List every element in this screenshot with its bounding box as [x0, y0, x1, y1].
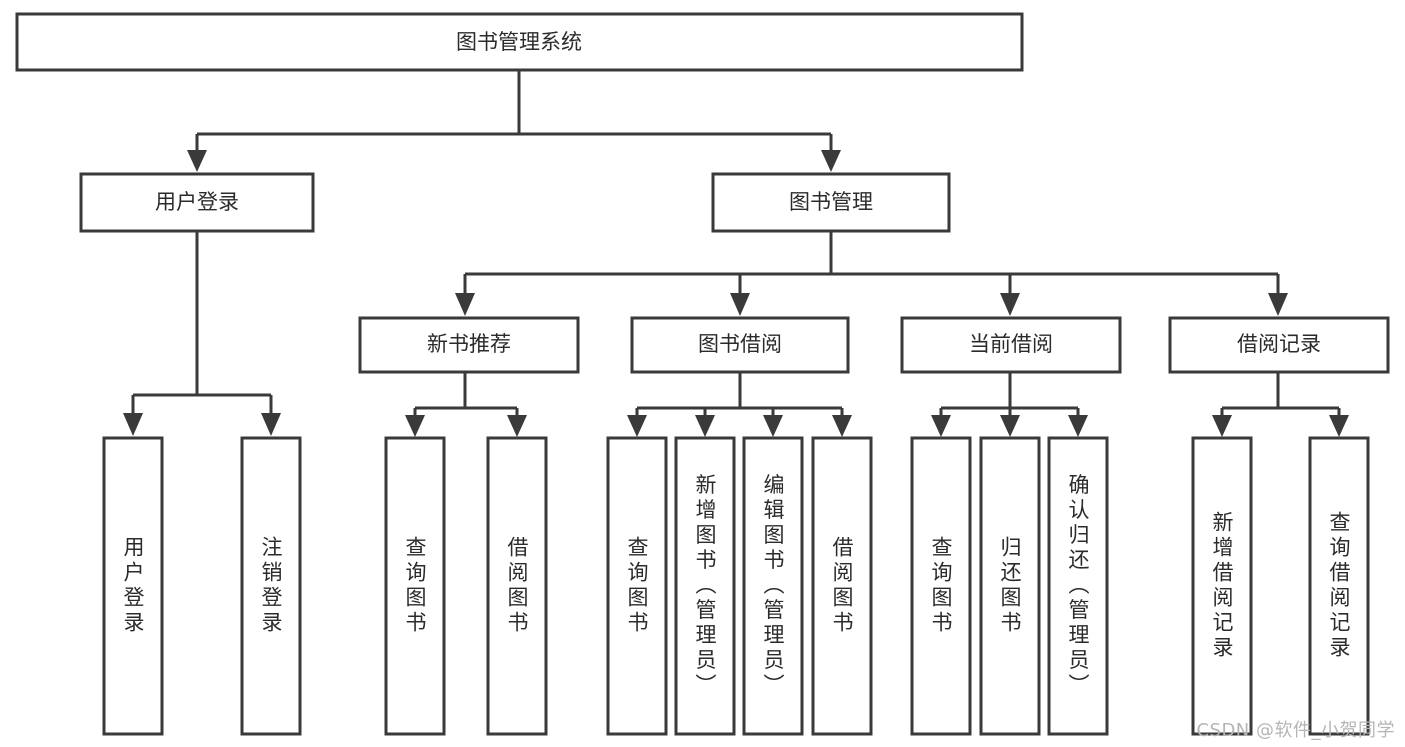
- arrow-leaf-query-book-2: [627, 415, 647, 437]
- arrow-leaf-query-book-3: [931, 415, 951, 437]
- node-leaf-return-book-label: 归还图书: [998, 536, 1022, 636]
- node-current-borrow-label: 当前借阅: [969, 332, 1053, 356]
- arrow-leaf-add-book: [695, 415, 715, 437]
- node-new-book-recommend-label: 新书推荐: [427, 332, 511, 356]
- node-leaf-borrow-book-1-label: 借阅图书: [505, 536, 529, 636]
- node-leaf-borrow-book-1[interactable]: 借阅图书: [486, 436, 548, 736]
- arrow-leaf-edit-book: [763, 415, 783, 437]
- node-leaf-query-record-label: 查询借阅记录: [1327, 511, 1351, 661]
- node-new-book-recommend-box[interactable]: [358, 316, 580, 374]
- node-book-manage[interactable]: 图书管理: [711, 172, 951, 233]
- node-leaf-user-login-label: 用户登录: [121, 536, 145, 636]
- node-new-book-recommend[interactable]: 新书推荐: [358, 316, 580, 374]
- arrow-leaf-add-record: [1212, 415, 1232, 437]
- node-user-login[interactable]: 用户登录: [79, 172, 315, 233]
- arrow-leaf-query-record: [1329, 415, 1349, 437]
- node-book-manage-box[interactable]: [711, 172, 951, 233]
- node-borrow-record[interactable]: 借阅记录: [1168, 316, 1390, 374]
- node-root-label: 图书管理系统: [456, 30, 582, 54]
- node-leaf-query-book-1-box[interactable]: [384, 436, 446, 736]
- node-borrow-record-label: 借阅记录: [1237, 332, 1321, 356]
- node-leaf-query-book-3-box[interactable]: [910, 436, 972, 736]
- node-root-box[interactable]: [15, 12, 1024, 72]
- node-leaf-add-book[interactable]: 新增图书（管理员）: [674, 436, 736, 736]
- node-book-borrow-box[interactable]: [630, 316, 850, 374]
- node-leaf-borrow-book-2[interactable]: 借阅图书: [811, 436, 873, 736]
- node-leaf-user-logout[interactable]: 注销登录: [240, 436, 302, 736]
- node-leaf-query-record-box[interactable]: [1308, 436, 1370, 736]
- node-leaf-query-record[interactable]: 查询借阅记录: [1308, 436, 1370, 736]
- node-leaf-user-login-box[interactable]: [102, 436, 164, 736]
- node-leaf-add-book-box[interactable]: [674, 436, 736, 736]
- arrow-new-book-recommend: [455, 293, 475, 316]
- node-current-borrow-box[interactable]: [900, 316, 1122, 374]
- arrow-current-borrow: [1000, 293, 1020, 316]
- node-leaf-query-book-1-label: 查询图书: [403, 536, 427, 636]
- arrow-leaf-user-logout: [261, 413, 281, 436]
- node-leaf-query-book-2-label: 查询图书: [625, 536, 649, 636]
- node-leaf-edit-book-label: 编辑图书（管理员）: [761, 474, 785, 699]
- node-leaf-user-logout-box[interactable]: [240, 436, 302, 736]
- arrow-user-login: [187, 150, 207, 172]
- arrow-leaf-borrow-book-1: [507, 415, 527, 437]
- node-current-borrow[interactable]: 当前借阅: [900, 316, 1122, 374]
- node-book-borrow-label: 图书借阅: [698, 332, 782, 356]
- node-leaf-return-book-box[interactable]: [979, 436, 1041, 736]
- node-user-login-box[interactable]: [79, 172, 315, 233]
- arrow-leaf-user-login: [123, 413, 143, 436]
- arrow-leaf-borrow-book-2: [832, 415, 852, 437]
- node-leaf-edit-book-box[interactable]: [742, 436, 804, 736]
- node-leaf-query-book-1[interactable]: 查询图书: [384, 436, 446, 736]
- node-leaf-add-book-label: 新增图书（管理员）: [693, 474, 717, 699]
- node-leaf-user-logout-label: 注销登录: [259, 536, 283, 636]
- node-book-borrow[interactable]: 图书借阅: [630, 316, 850, 374]
- node-leaf-user-login[interactable]: 用户登录: [102, 436, 164, 736]
- node-leaf-add-record[interactable]: 新增借阅记录: [1191, 436, 1253, 736]
- node-leaf-confirm-return[interactable]: 确认归还（管理员）: [1047, 436, 1109, 736]
- arrow-borrow-record: [1268, 293, 1288, 316]
- node-leaf-borrow-book-1-box[interactable]: [486, 436, 548, 736]
- node-leaf-confirm-return-label: 确认归还（管理员）: [1066, 474, 1090, 699]
- node-borrow-record-box[interactable]: [1168, 316, 1390, 374]
- arrow-book-manage: [821, 150, 841, 172]
- arrow-leaf-return-book: [1000, 415, 1020, 437]
- node-leaf-return-book[interactable]: 归还图书: [979, 436, 1041, 736]
- node-leaf-query-book-3-label: 查询图书: [929, 536, 953, 636]
- node-leaf-add-record-box[interactable]: [1191, 436, 1253, 736]
- node-book-manage-label: 图书管理: [789, 190, 873, 214]
- node-leaf-query-book-3[interactable]: 查询图书: [910, 436, 972, 736]
- node-leaf-borrow-book-2-label: 借阅图书: [830, 536, 854, 636]
- arrow-book-borrow: [730, 293, 750, 316]
- node-leaf-query-book-2[interactable]: 查询图书: [606, 436, 668, 736]
- arrow-leaf-query-book-1: [405, 415, 425, 437]
- node-leaf-query-book-2-box[interactable]: [606, 436, 668, 736]
- node-leaf-edit-book[interactable]: 编辑图书（管理员）: [742, 436, 804, 736]
- arrow-leaf-confirm-return: [1068, 415, 1088, 437]
- node-leaf-add-record-label: 新增借阅记录: [1210, 511, 1234, 661]
- node-root[interactable]: 图书管理系统: [15, 12, 1024, 72]
- node-leaf-borrow-book-2-box[interactable]: [811, 436, 873, 736]
- node-user-login-label: 用户登录: [155, 190, 239, 214]
- node-leaf-confirm-return-box[interactable]: [1047, 436, 1109, 736]
- connector-layer: [123, 70, 1349, 437]
